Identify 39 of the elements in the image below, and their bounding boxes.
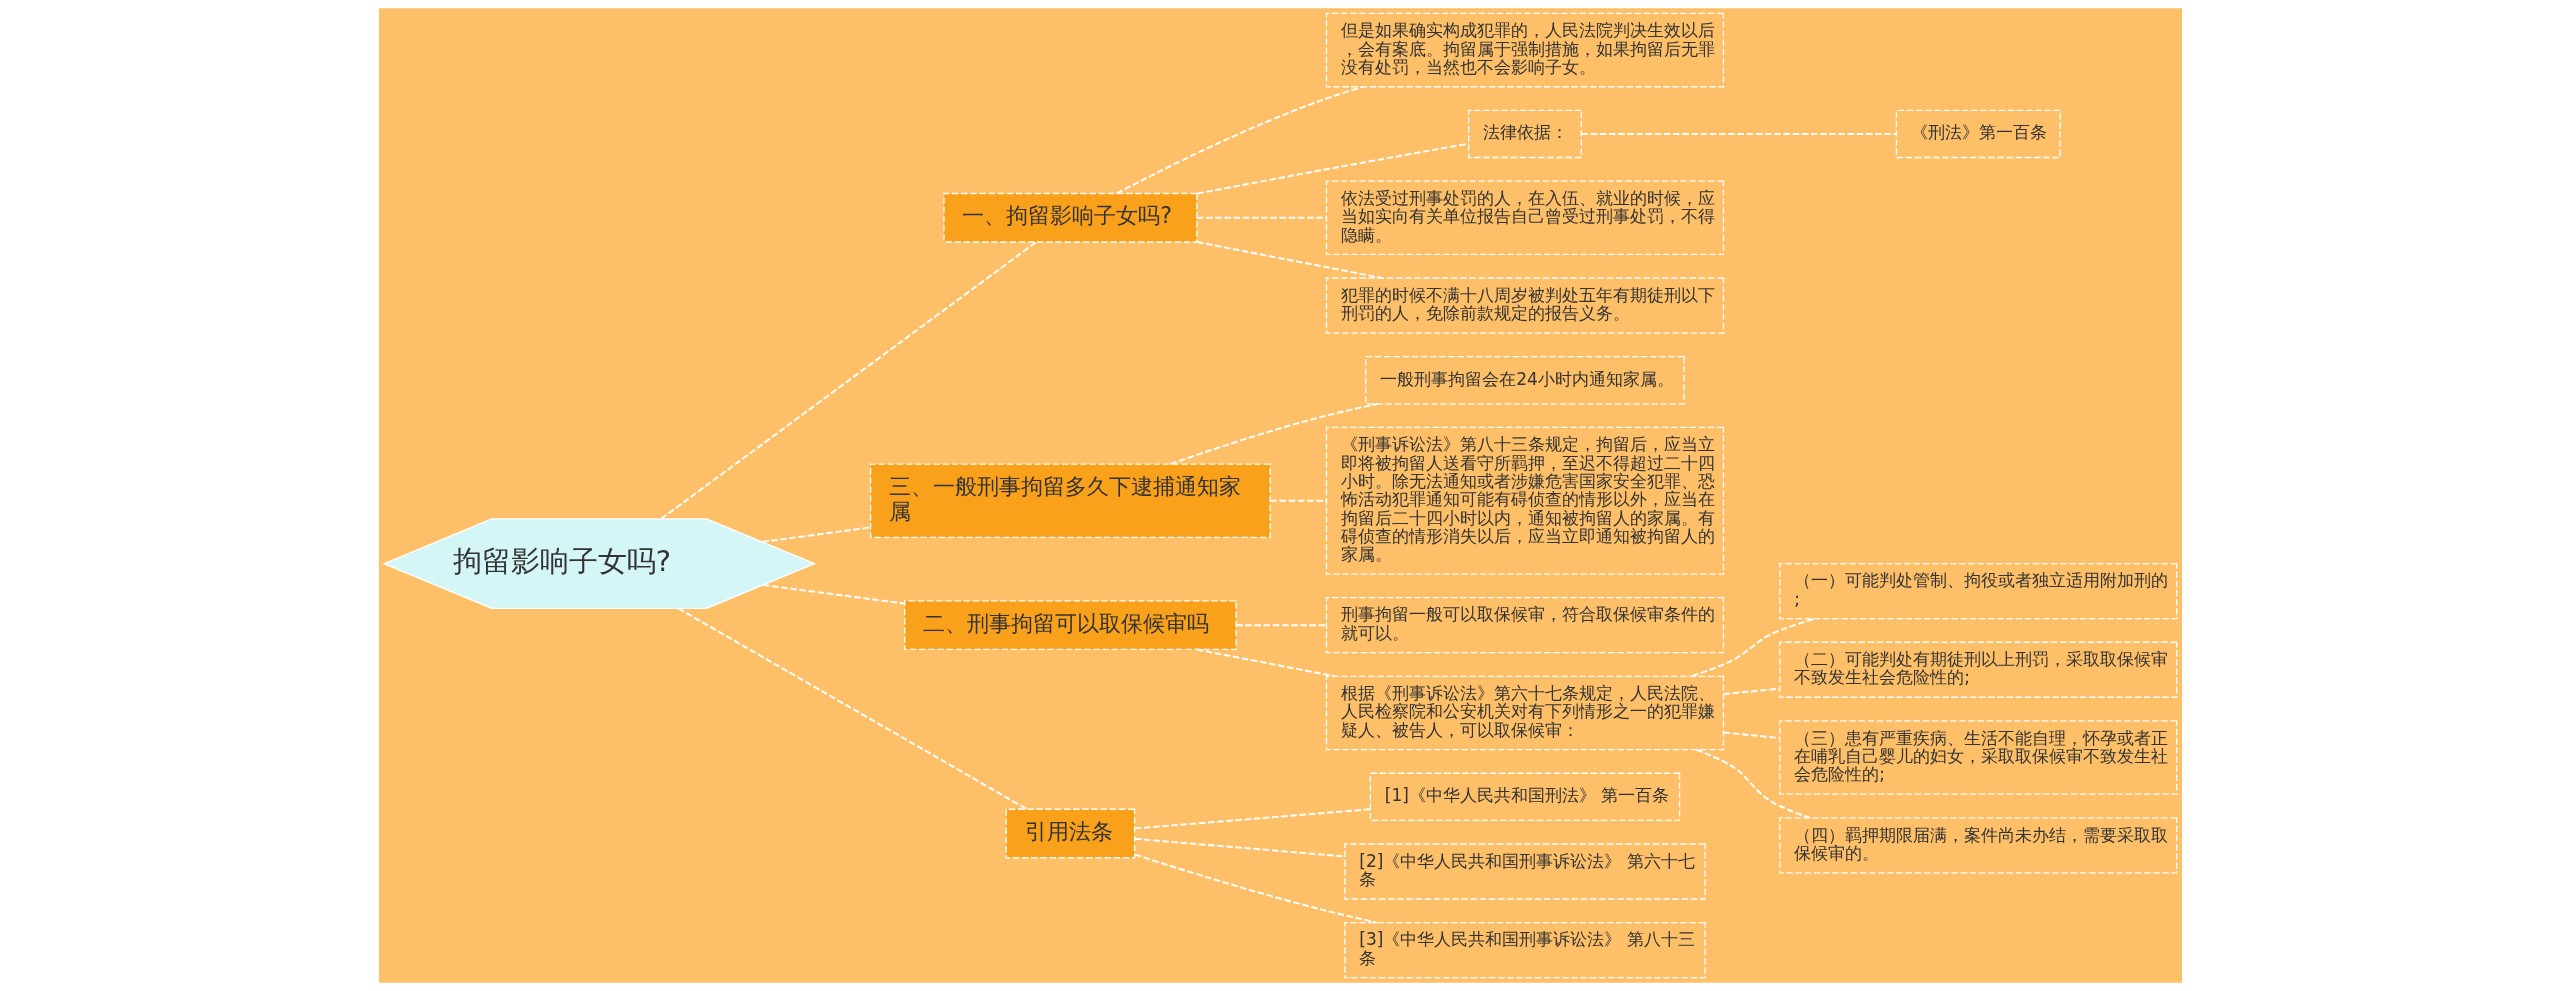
node-box: （三）患有严重疾病、生活不能自理，怀孕或者正在哺乳自己婴儿的妇女，采取取保候审不致发生社会危险性的; xyxy=(1778,720,2177,795)
connector xyxy=(1115,85,1364,195)
connector xyxy=(1133,853,1378,924)
connector xyxy=(761,584,905,605)
connector xyxy=(659,241,1037,520)
node-box: [3]《中华人民共和国刑事诉讼法》 第八十三条 xyxy=(1343,921,1706,979)
node-box: 法律依据： xyxy=(1467,109,1582,159)
connector xyxy=(1268,499,1327,502)
node-box: 一般刑事拘留会在24小时内通知家属。 xyxy=(1364,355,1685,405)
connector xyxy=(1195,241,1383,279)
node-box: 依法受过刑事处罚的人，在入伍、就业的时候，应当如实向有关单位报告自己曾受过刑事处罚，不得隐瞒。 xyxy=(1325,180,1724,256)
connector xyxy=(1169,402,1379,465)
connector xyxy=(1694,748,1810,819)
connector xyxy=(1722,731,1781,739)
connector xyxy=(1195,216,1327,219)
connector xyxy=(1195,648,1336,678)
connector xyxy=(1133,837,1346,858)
node-box: 犯罪的时候不满十八周岁被判处五年有期徒刑以下刑罚的人，免除前款规定的报告义务。 xyxy=(1325,277,1724,334)
connector xyxy=(1722,687,1781,696)
node-box: 《刑事诉讼法》第八十三条规定，拘留后，应当立即将被拘留人送看守所羁押，至迟不得超过二十四小时。除无法通知或者涉嫌危害国家安全犯罪、恐怖活动犯罪通知可能有碍侦查的情形以外，应当在拘留后二十四小时以内，通知被拘留人的家属。有碍侦查的情形消失以后，应当立即通知被拘留人的家属。 xyxy=(1325,426,1724,575)
node-box: [1]《中华人民共和国刑法》 第一百条 xyxy=(1369,772,1680,822)
node-box: （二）可能判处有期徒刑以上刑罚，采取取保候审不致发生社会危险性的; xyxy=(1778,641,2177,698)
node-box: 《刑法》第一百条 xyxy=(1895,109,2061,159)
node-box: 刑事拘留一般可以取保候审，符合取保候审条件的就可以。 xyxy=(1325,597,1724,654)
node-box: 二、刑事拘留可以取保候审吗 xyxy=(903,600,1237,651)
node-box: 但是如果确实构成犯罪的，人民法院判决生效以后，会有案底。拘留属于强制措施，如果拘留后无罪没有处罚，当然也不会影响子女。 xyxy=(1325,12,1724,88)
node-box: （四）羁押期限届满，案件尚未办结，需要采取取保候审的。 xyxy=(1778,817,2177,874)
connector xyxy=(1133,808,1371,830)
connector xyxy=(676,607,1028,811)
node-box: 根据《刑事诉讼法》第六十七条规定，人民法院、人民检察院和公安机关对有下列情形之一的犯罪嫌疑人、被告人，可以取保候审： xyxy=(1325,675,1724,751)
connector xyxy=(760,526,871,543)
node-box: 三、一般刑事拘留多久下逮捕通知家属 xyxy=(869,463,1271,539)
node-box: [2]《中华人民共和国刑事诉讼法》 第六十七条 xyxy=(1343,843,1706,900)
connector xyxy=(1234,624,1327,627)
connector xyxy=(1195,142,1469,195)
node-box: 一、拘留影响子女吗? xyxy=(942,192,1197,243)
connector xyxy=(1580,132,1897,135)
node-box: （一）可能判处管制、拘役或者独立适用附加刑的; xyxy=(1778,562,2177,620)
node-box: 引用法条 xyxy=(1005,808,1135,859)
